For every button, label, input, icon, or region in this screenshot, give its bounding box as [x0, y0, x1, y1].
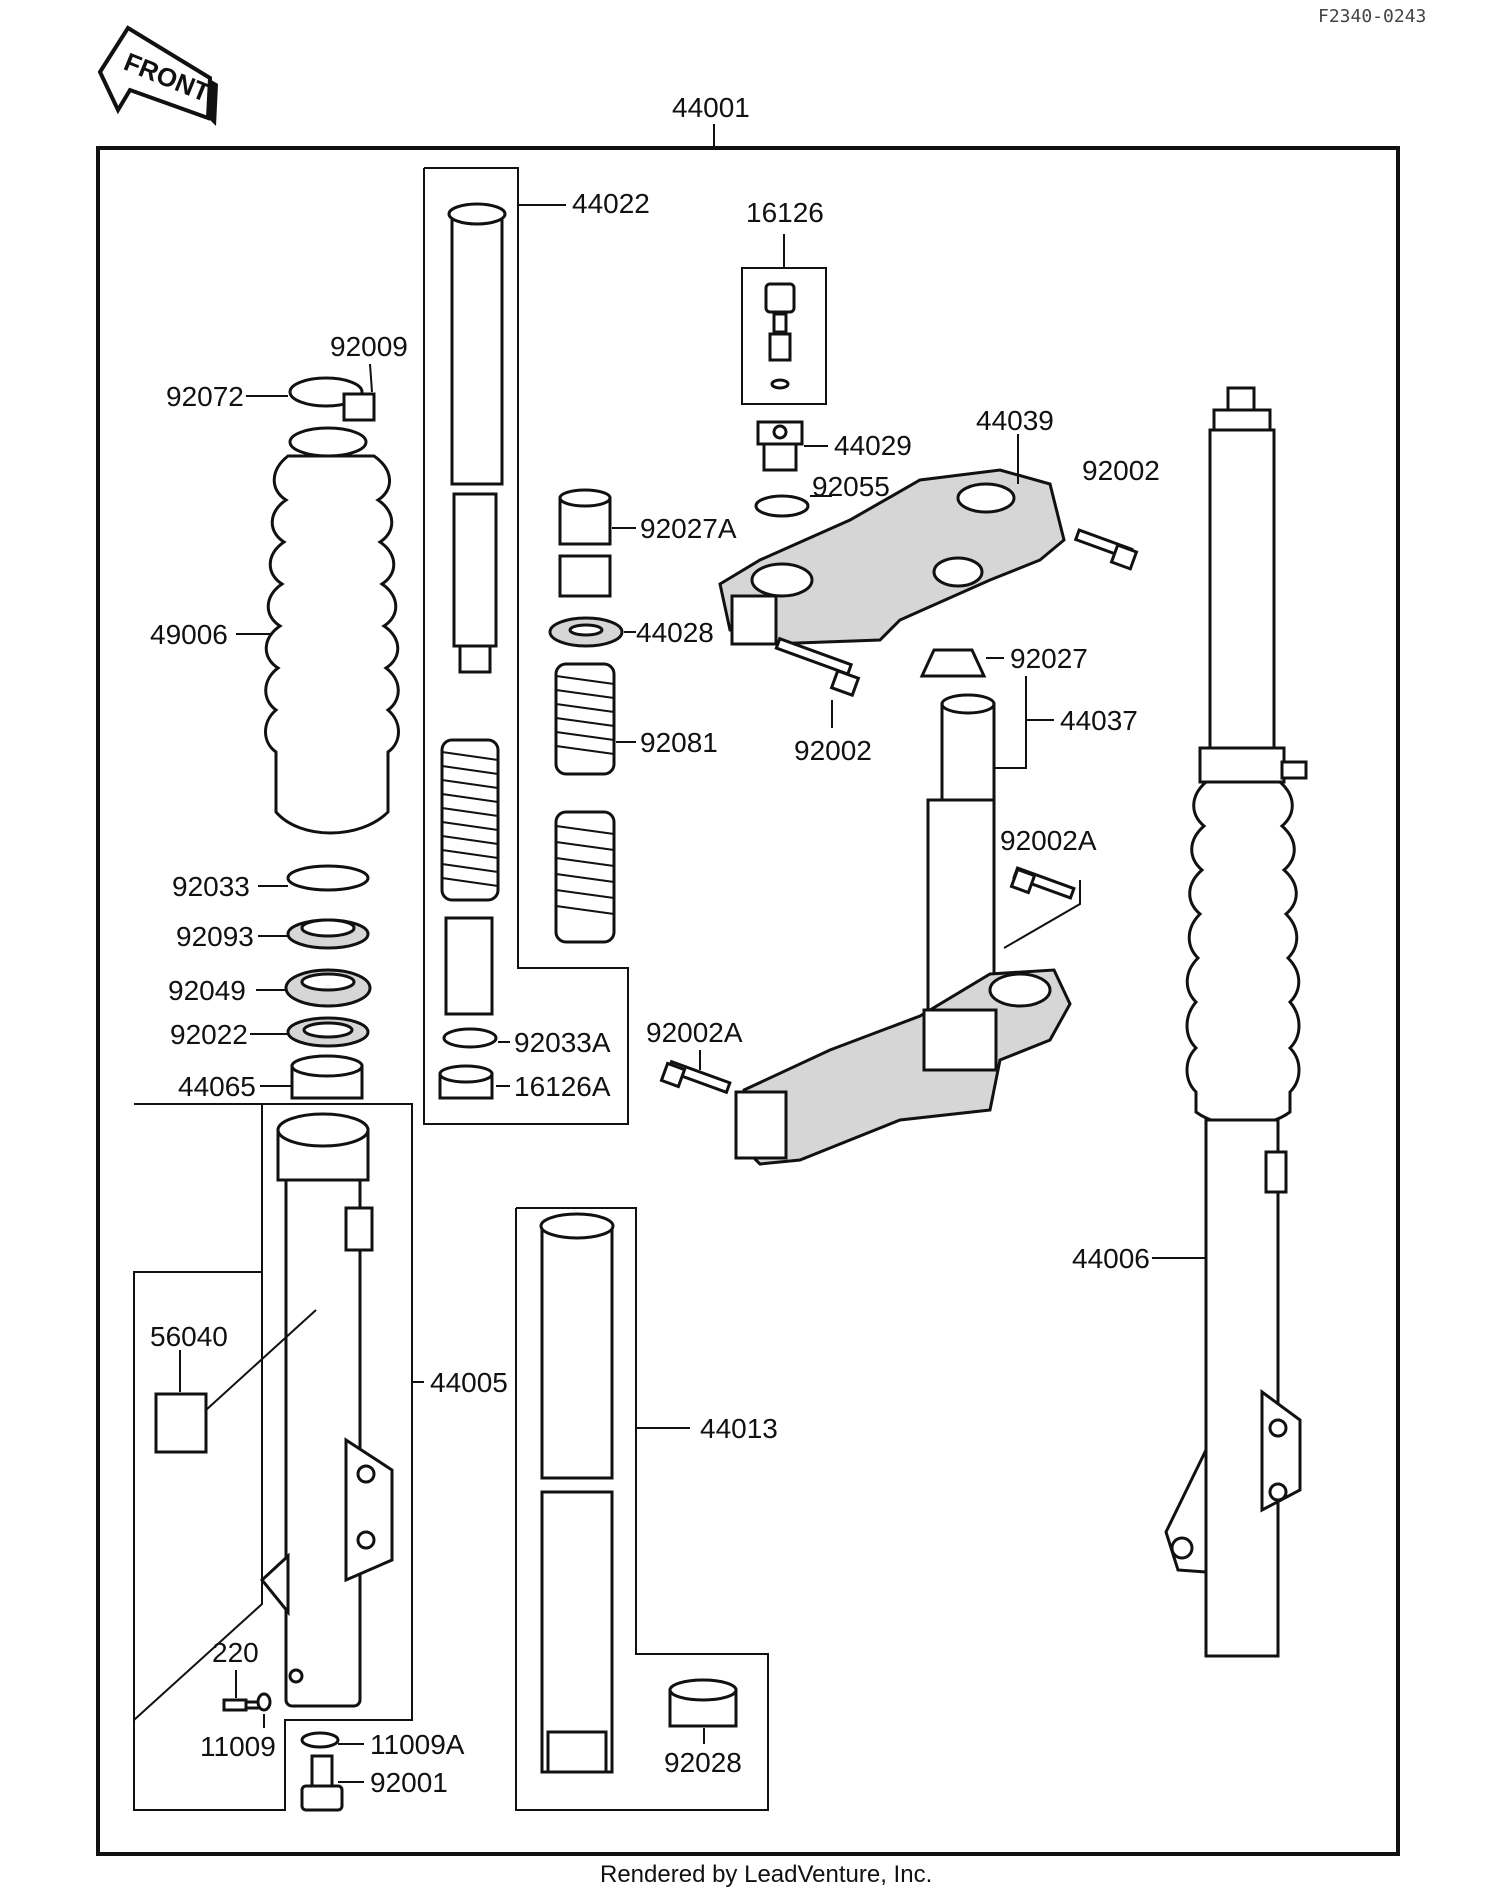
callout-44006: 44006 [1072, 1243, 1150, 1274]
callout-44001: 44001 [672, 92, 750, 123]
leader-lines [235, 124, 1206, 1783]
seal-92049 [284, 968, 372, 1008]
callout-44028: 44028 [636, 617, 714, 648]
washer-92022 [286, 1016, 370, 1048]
outer-tube-44005 [259, 1112, 394, 1708]
seal-16126A [438, 1064, 494, 1100]
bolt-92002-center [774, 636, 861, 698]
boot-49006 [264, 426, 400, 835]
callout-92002A-right: 92002A [1000, 825, 1097, 856]
bolt-92001 [300, 1754, 344, 1812]
seal-92093 [286, 918, 370, 950]
callout-92033A: 92033A [514, 1027, 611, 1058]
callout-44022: 44022 [572, 188, 650, 219]
callout-92027A: 92027A [640, 513, 737, 544]
callout-44013: 44013 [700, 1413, 778, 1444]
ring-92033 [286, 864, 370, 892]
cap-bolt-44029 [756, 420, 804, 472]
callout-92072: 92072 [166, 381, 244, 412]
air-valve-16126 [764, 282, 796, 390]
callout-44029: 44029 [834, 430, 912, 461]
callout-44037: 44037 [1060, 705, 1138, 736]
group-outline-44013 [515, 1207, 769, 1811]
clamp-92072 [288, 376, 376, 422]
callout-92081: 92081 [640, 727, 718, 758]
callout-11009: 11009 [200, 1731, 276, 1762]
bushing-44065 [290, 1054, 364, 1100]
callout-44039: 44039 [976, 405, 1054, 436]
callout-92002A-left: 92002A [646, 1017, 743, 1048]
callout-49006: 49006 [150, 619, 228, 650]
assembly-frame [96, 146, 1400, 1856]
callout-92002-center: 92002 [794, 735, 872, 766]
spacer-44022 [444, 916, 494, 1016]
callout-56040: 56040 [150, 1321, 228, 1352]
washer-11009 [256, 1692, 272, 1712]
bolt-92002A-left [659, 1059, 732, 1095]
callout-220: 220 [212, 1637, 259, 1668]
upper-bracket-44039 [718, 468, 1066, 646]
ring-92033A [442, 1027, 498, 1049]
label-decal-56040 [154, 1309, 317, 1454]
group-outline-44005 [133, 1103, 413, 1811]
inner-tube-44013 [539, 1212, 615, 1774]
callout-92033: 92033 [172, 871, 250, 902]
callout-44005: 44005 [430, 1367, 508, 1398]
callout-92028: 92028 [664, 1747, 742, 1778]
spring-44022 [440, 738, 500, 902]
callout-92055: 92055 [812, 471, 890, 502]
reference-code: F2340-0243 [1318, 6, 1426, 27]
callout-92001: 92001 [370, 1767, 448, 1798]
bolt-92002A-right [1009, 866, 1076, 900]
callout-11009A: 11009A [370, 1729, 465, 1760]
callout-16126: 16126 [746, 197, 824, 228]
washer-11009A [300, 1731, 340, 1749]
fork-assembly-44006 [1164, 386, 1308, 1658]
collar-92028 [668, 1678, 738, 1728]
callout-92009: 92009 [330, 331, 408, 362]
spring-92081 [554, 662, 616, 944]
callout-92027: 92027 [1010, 643, 1088, 674]
front-arrow-icon: FRONT [97, 25, 218, 126]
screw-220 [222, 1698, 262, 1712]
callout-16126A: 16126A [514, 1071, 611, 1102]
callout-44065: 44065 [178, 1071, 256, 1102]
collar-44028 [548, 616, 624, 648]
callout-92022: 92022 [170, 1019, 248, 1050]
o-ring-92055 [754, 494, 810, 518]
steering-stem-44037 [734, 693, 1072, 1166]
callout-labels: 44001 44022 16126 92009 92072 44029 4403… [150, 92, 1160, 1798]
inner-tube-44022 [447, 202, 507, 674]
callout-92049: 92049 [168, 975, 246, 1006]
callout-92002-top-right: 92002 [1082, 455, 1160, 486]
callout-92093: 92093 [176, 921, 254, 952]
bushing-92027A [558, 488, 612, 598]
bolt-92002-top-right [1073, 528, 1139, 571]
footer-credit: Rendered by LeadVenture, Inc. [600, 1861, 932, 1888]
group-outline-44022 [423, 167, 629, 1125]
bearing-92027 [919, 648, 987, 678]
